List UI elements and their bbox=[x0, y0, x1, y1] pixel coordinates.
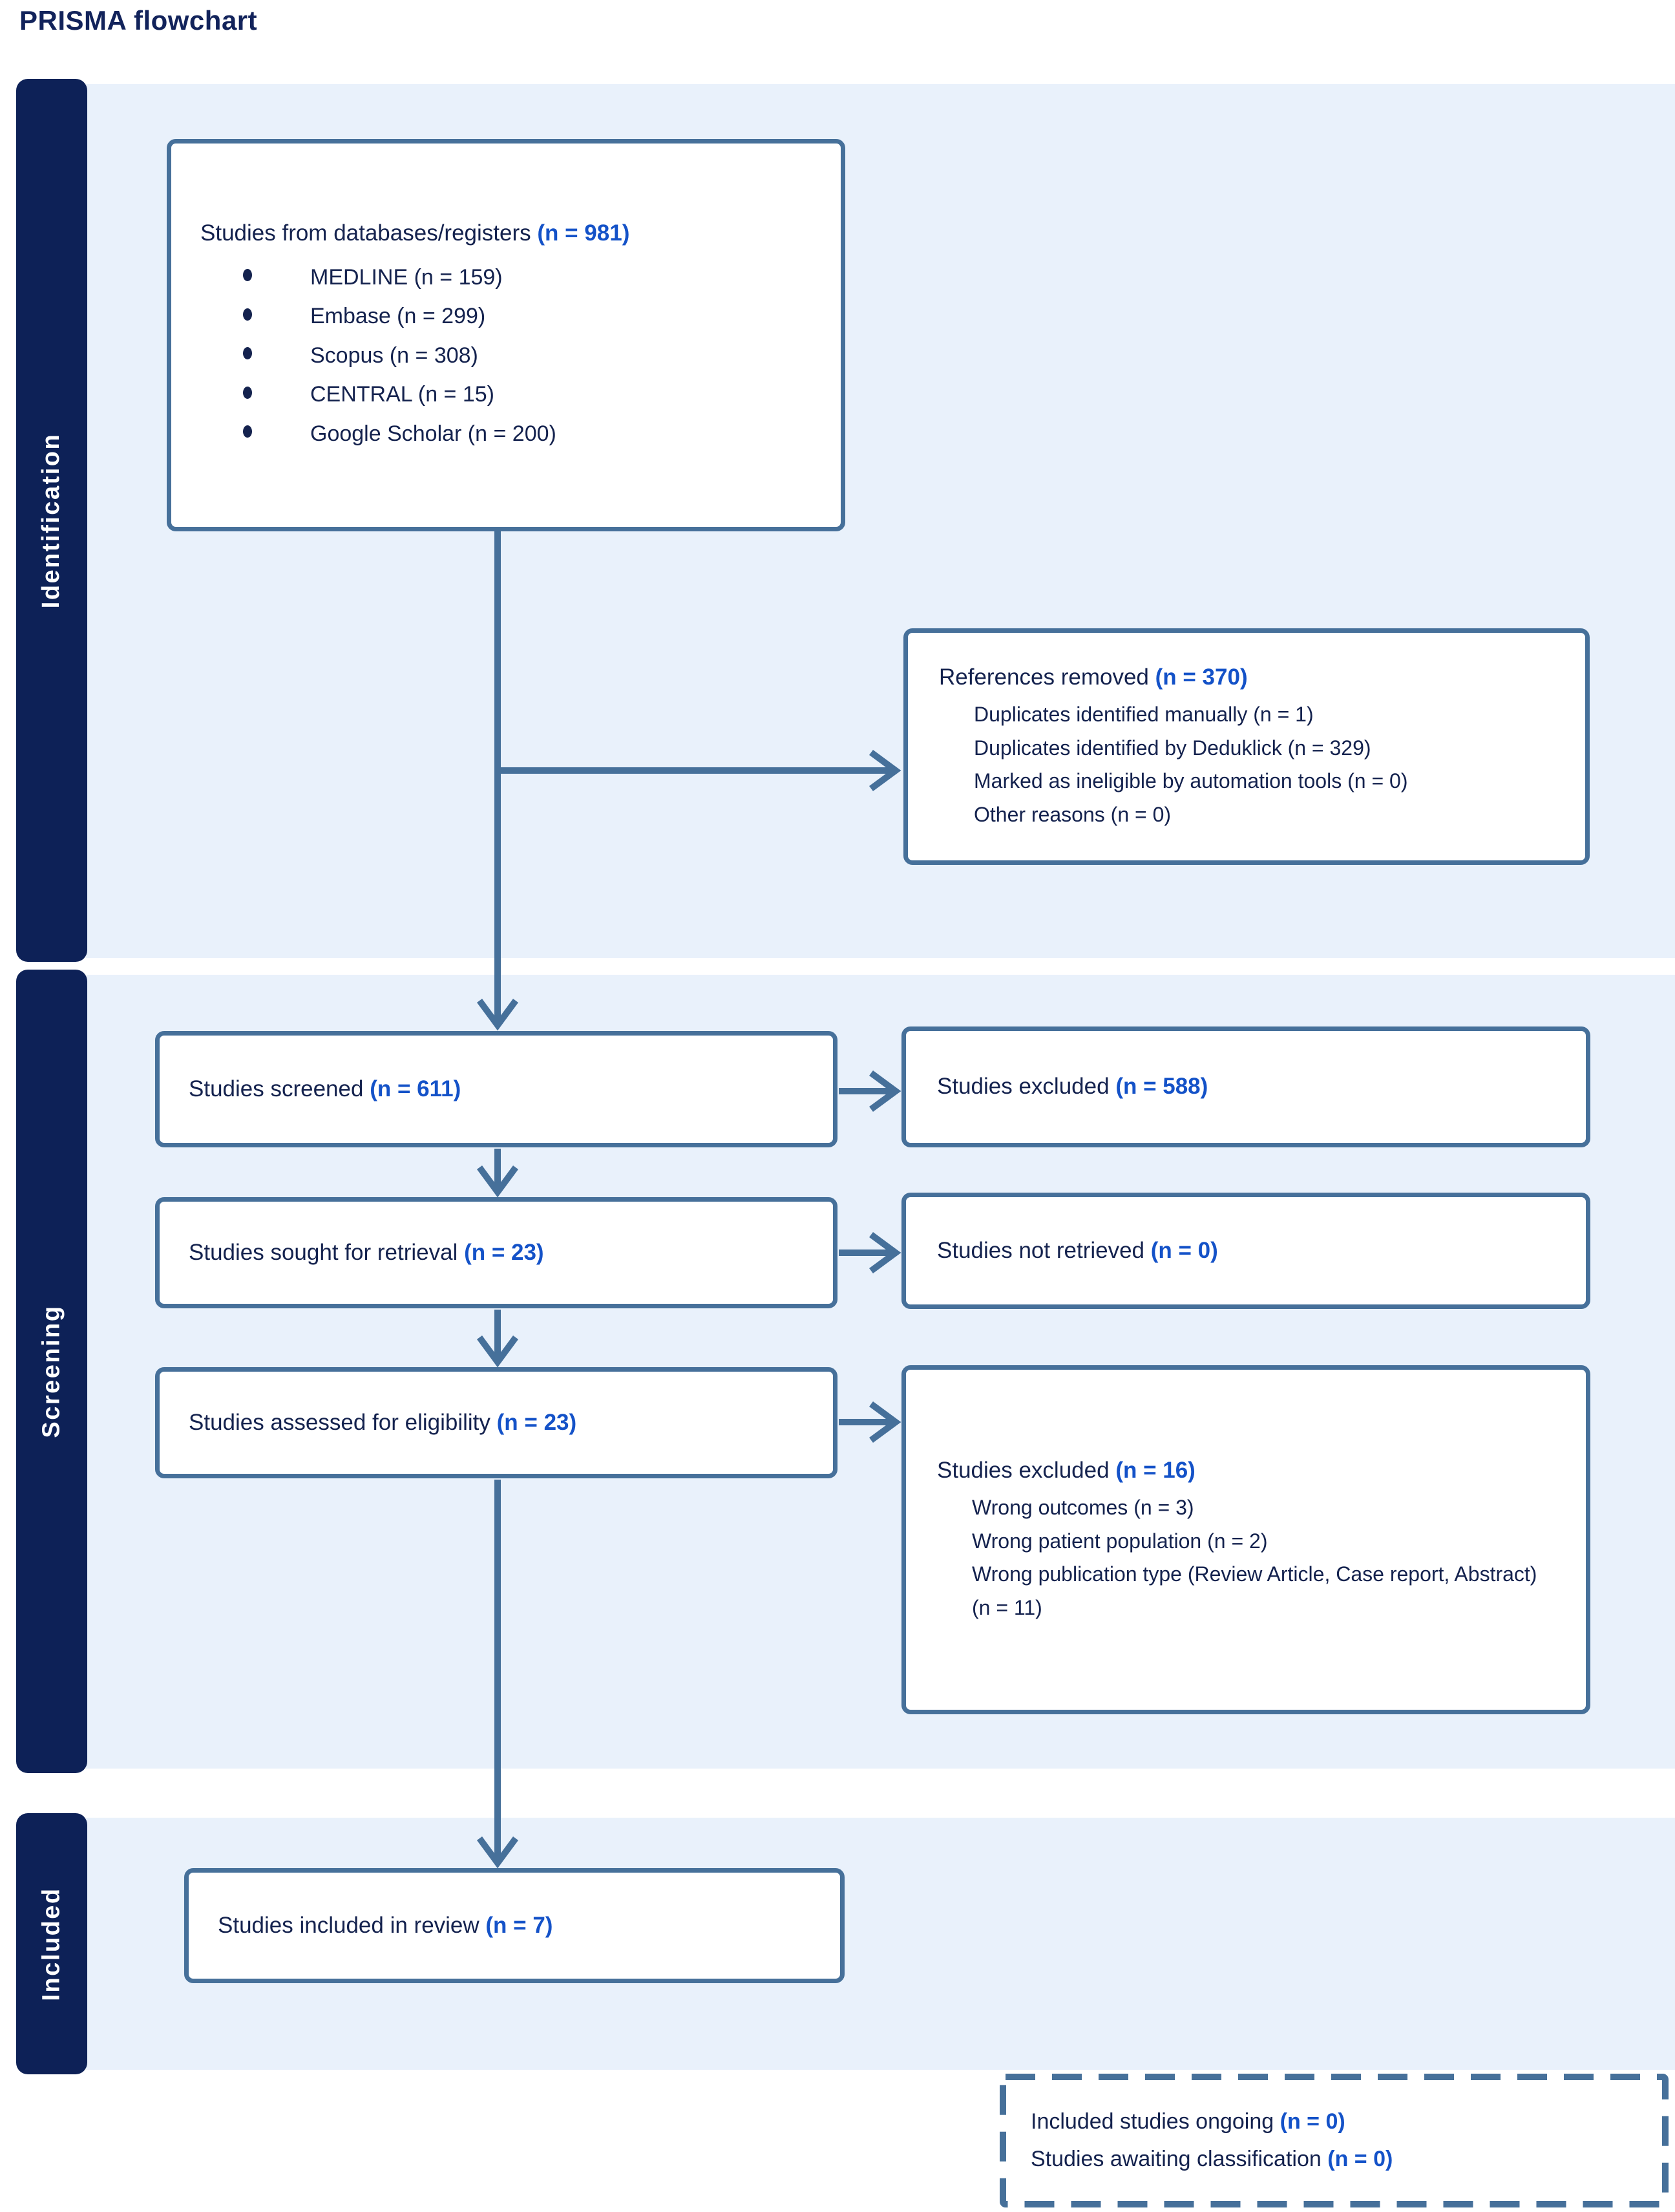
sought-title: Studies sought for retrieval (n = 23) bbox=[189, 1237, 814, 1270]
removed-title: References removed (n = 370) bbox=[939, 661, 1569, 694]
list-item: Marked as ineligible by automation tools… bbox=[974, 769, 1408, 793]
excluded-screening-label: Studies excluded bbox=[937, 1074, 1110, 1100]
removed-reasons: Duplicates identified manually (n = 1) D… bbox=[939, 698, 1569, 832]
list-item: CENTRAL (n = 15) bbox=[200, 375, 821, 414]
list-item: Wrong outcomes (n = 3) bbox=[972, 1495, 1194, 1519]
screened-box: Studies screened (n = 611) bbox=[155, 1031, 838, 1147]
assessed-title: Studies assessed for eligibility (n = 23… bbox=[189, 1407, 814, 1440]
removed-box: References removed (n = 370) Duplicates … bbox=[903, 628, 1590, 865]
ongoing-label: Included studies ongoing bbox=[1031, 2109, 1274, 2134]
sought-count: (n = 23) bbox=[464, 1239, 544, 1265]
list-item: Wrong patient population (n = 2) bbox=[972, 1529, 1268, 1553]
not-retrieved-count: (n = 0) bbox=[1150, 1237, 1218, 1263]
included-review-box: Studies included in review (n = 7) bbox=[184, 1868, 845, 1983]
sources-count: (n = 981) bbox=[537, 220, 630, 246]
removed-count: (n = 370) bbox=[1155, 664, 1248, 690]
list-item: MEDLINE (n = 159) bbox=[200, 258, 821, 297]
screened-label: Studies screened bbox=[189, 1076, 364, 1101]
assessed-label: Studies assessed for eligibility bbox=[189, 1409, 490, 1435]
not-retrieved-label: Studies not retrieved bbox=[937, 1237, 1145, 1263]
awaiting-line: Studies awaiting classification (n = 0) bbox=[1031, 2141, 1649, 2178]
list-item: Other reasons (n = 0) bbox=[974, 803, 1172, 827]
list-item: Duplicates identified by Deduklick (n = … bbox=[974, 736, 1371, 760]
excluded-eligibility-count: (n = 16) bbox=[1115, 1457, 1196, 1483]
sources-box: Studies from databases/registers (n = 98… bbox=[167, 139, 845, 531]
not-retrieved-box: Studies not retrieved (n = 0) bbox=[901, 1193, 1590, 1309]
assessed-count: (n = 23) bbox=[496, 1409, 577, 1435]
excluded-screening-count: (n = 588) bbox=[1115, 1074, 1208, 1100]
included-label: Included bbox=[37, 1886, 65, 2001]
excluded-screening-box: Studies excluded (n = 588) bbox=[901, 1026, 1590, 1147]
assessed-box: Studies assessed for eligibility (n = 23… bbox=[155, 1367, 838, 1478]
excluded-eligibility-box: Studies excluded (n = 16) Wrong outcomes… bbox=[901, 1365, 1590, 1714]
awaiting-count: (n = 0) bbox=[1327, 2146, 1393, 2171]
ongoing-box: Included studies ongoing (n = 0) Studies… bbox=[1000, 2074, 1669, 2207]
removed-label: References removed bbox=[939, 664, 1149, 690]
list-item: Scopus (n = 308) bbox=[200, 336, 821, 376]
included-review-label: Studies included in review bbox=[218, 1912, 479, 1938]
ongoing-count: (n = 0) bbox=[1280, 2109, 1345, 2134]
screened-count: (n = 611) bbox=[370, 1076, 461, 1101]
identification-sidebar: Identification bbox=[16, 79, 87, 962]
sources-label: Studies from databases/registers bbox=[200, 220, 531, 246]
sought-label: Studies sought for retrieval bbox=[189, 1239, 458, 1265]
included-review-count: (n = 7) bbox=[485, 1912, 553, 1938]
screening-label: Screening bbox=[37, 1304, 65, 1438]
excluded-screening-title: Studies excluded (n = 588) bbox=[937, 1070, 1566, 1103]
list-item: Embase (n = 299) bbox=[200, 297, 821, 336]
excluded-eligibility-title: Studies excluded (n = 16) bbox=[937, 1454, 1560, 1487]
screened-title: Studies screened (n = 611) bbox=[189, 1073, 814, 1106]
ongoing-line: Included studies ongoing (n = 0) bbox=[1031, 2103, 1649, 2141]
sources-list: MEDLINE (n = 159) Embase (n = 299) Scopu… bbox=[200, 258, 821, 454]
excluded-eligibility-reasons: Wrong outcomes (n = 3) Wrong patient pop… bbox=[937, 1491, 1560, 1625]
list-item: Google Scholar (n = 200) bbox=[200, 414, 821, 454]
list-item: Duplicates identified manually (n = 1) bbox=[974, 702, 1314, 726]
not-retrieved-title: Studies not retrieved (n = 0) bbox=[937, 1235, 1566, 1268]
awaiting-label: Studies awaiting classification bbox=[1031, 2146, 1322, 2171]
sought-box: Studies sought for retrieval (n = 23) bbox=[155, 1197, 838, 1308]
included-sidebar: Included bbox=[16, 1813, 87, 2074]
screening-sidebar: Screening bbox=[16, 970, 87, 1773]
included-review-title: Studies included in review (n = 7) bbox=[218, 1909, 821, 1942]
sources-title: Studies from databases/registers (n = 98… bbox=[200, 217, 821, 250]
list-item: Wrong publication type (Review Article, … bbox=[972, 1562, 1537, 1620]
identification-label: Identification bbox=[37, 432, 65, 608]
excluded-eligibility-label: Studies excluded bbox=[937, 1457, 1110, 1483]
page-title: PRISMA flowchart bbox=[19, 5, 258, 36]
